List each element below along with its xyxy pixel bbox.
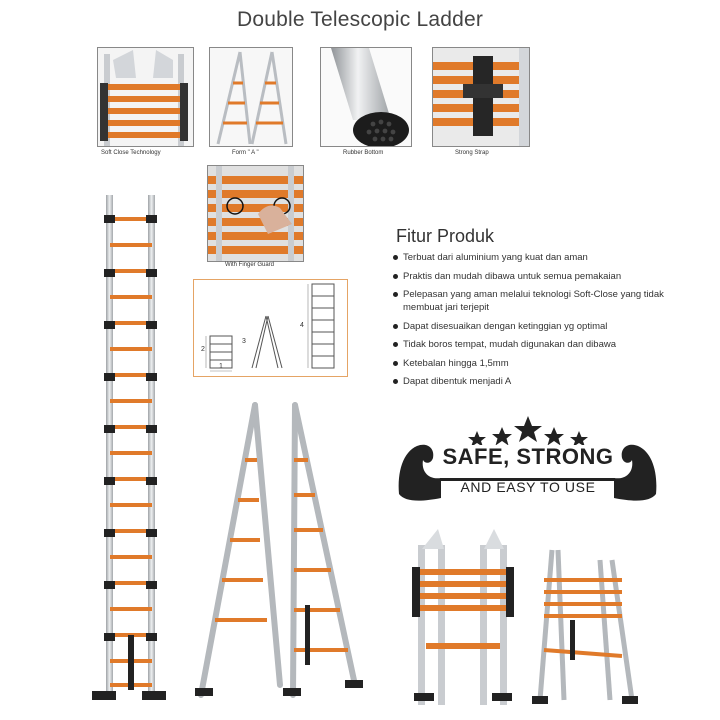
bullet-icon [393, 323, 398, 329]
safe-strong-badge [398, 416, 657, 501]
bullet-icon [393, 273, 398, 279]
soft-close-thumbnail [97, 47, 194, 147]
feature-item: Dapat dibentuk menjadi A [392, 375, 697, 388]
flexed-arm-right-icon [614, 444, 657, 501]
soft-close-image [98, 48, 193, 146]
feature-item: Praktis dan mudah dibawa untuk semua pem… [392, 270, 697, 283]
page-title: Double Telescopic Ladder [236, 8, 484, 31]
rubber-bottom-thumbnail [320, 47, 412, 147]
feature-item: Ketebalan hingga 1,5mm [392, 357, 697, 370]
diagram-label-2: 2 [201, 346, 205, 353]
finger-guard-thumbnail [207, 165, 304, 262]
features-list: Terbuat dari aluminium yang kuat dan ama… [392, 251, 697, 394]
feature-item: Pelepasan yang aman melalui teknologi So… [392, 288, 697, 314]
easy-to-use-subline: AND EASY TO USE [460, 479, 596, 495]
bullet-icon [393, 342, 398, 347]
diagram-label-1: 1 [219, 363, 223, 370]
rubber-bottom-caption: Rubber Bottom [343, 150, 384, 156]
bullet-icon [393, 360, 398, 366]
half-open-ladder-image [532, 549, 638, 704]
finger-guard-caption: With Finger Guard [225, 262, 275, 268]
form-a-thumbnail [209, 47, 293, 147]
feature-item: Terbuat dari aluminium yang kuat dan ama… [392, 251, 697, 264]
form-a-image [210, 48, 292, 146]
soft-close-caption: Soft Close Technology [101, 150, 161, 156]
flexed-arm-left-icon [398, 444, 441, 501]
feature-item: Dapat disesuaikan dengan ketinggian yg o… [392, 320, 697, 333]
feature-item: Tidak boros tempat, mudah digunakan dan … [392, 338, 697, 351]
strong-strap-caption: Strong Strap [455, 150, 489, 156]
a-frame-ladder-image [195, 402, 363, 698]
strong-strap-thumbnail [432, 47, 530, 147]
dimension-diagram [193, 279, 348, 377]
features-title: Fitur Produk [396, 226, 495, 246]
rubber-bottom-image [321, 48, 411, 146]
form-a-caption: Form " A " [232, 150, 259, 156]
strong-strap-image [433, 48, 529, 146]
bullet-icon [393, 292, 398, 297]
extended-ladder-image [92, 195, 166, 700]
bullet-icon [393, 379, 398, 384]
diagram-label-3: 3 [242, 338, 246, 345]
safe-strong-headline: SAFE, STRONG [442, 444, 614, 469]
folded-ladder-image [412, 529, 514, 705]
star-icon [468, 416, 588, 447]
diagram-label-4: 4 [300, 322, 304, 329]
bullet-icon [393, 255, 398, 260]
finger-guard-image [208, 166, 303, 261]
